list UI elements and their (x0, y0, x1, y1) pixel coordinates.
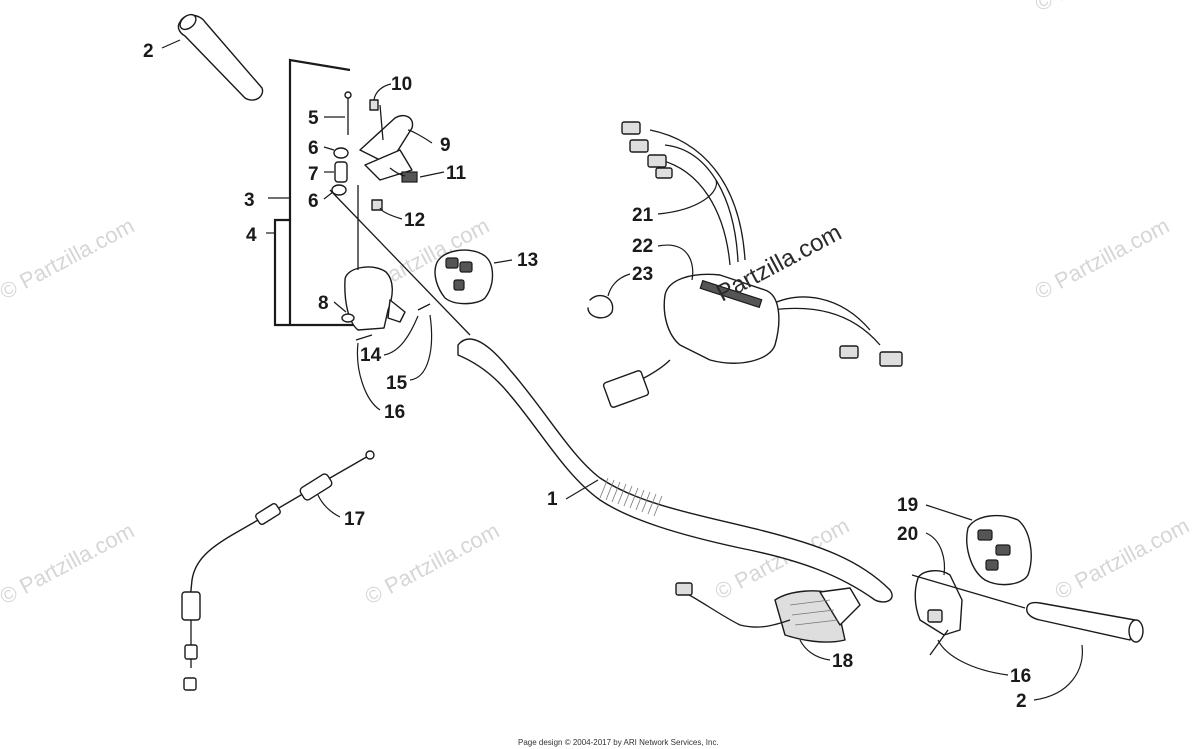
callout-6-upper: 6 (308, 138, 319, 159)
switch-13 (434, 249, 494, 305)
watermark-6: © Partzilla.com (1031, 213, 1174, 305)
callout-2-right: 2 (1016, 691, 1027, 712)
callout-19: 19 (897, 495, 918, 516)
watermark-7: © Partzilla.com (1051, 513, 1194, 605)
footer-copyright: Page design © 2004-2017 by ARI Network S… (518, 738, 719, 747)
callouts: 2 3 4 5 6 7 6 8 10 9 11 12 13 14 15 16 1… (143, 41, 1031, 712)
callout-21: 21 (632, 205, 654, 226)
left-grip (177, 13, 264, 101)
callout-1: 1 (547, 489, 558, 510)
watermark-2: © Partzilla.com (0, 518, 138, 610)
handlebar (457, 338, 893, 603)
callout-11: 11 (446, 163, 467, 184)
callout-18: 18 (832, 651, 853, 672)
callout-20: 20 (897, 524, 918, 545)
left-screws (355, 303, 431, 341)
throttle-cable (181, 450, 375, 691)
heater-element (675, 582, 861, 643)
callout-5: 5 (308, 108, 319, 129)
callout-13: 13 (517, 250, 538, 271)
callout-17: 17 (344, 509, 365, 530)
wiring-harness (587, 121, 903, 408)
callout-2-left: 2 (143, 41, 154, 62)
callout-14: 14 (360, 345, 382, 366)
callout-23: 23 (632, 264, 653, 285)
callout-16-right: 16 (1010, 666, 1031, 687)
callout-6-lower: 6 (308, 191, 319, 212)
throttle-parts (331, 91, 418, 211)
assembly-bracket (273, 58, 355, 327)
callout-15: 15 (386, 373, 408, 394)
callout-3: 3 (244, 190, 255, 211)
callout-12: 12 (404, 210, 425, 231)
callout-9: 9 (440, 135, 451, 156)
leader-lines (161, 39, 1083, 701)
right-grip (1026, 601, 1144, 643)
assembly-lines (329, 185, 471, 336)
callout-22: 22 (632, 236, 653, 257)
callout-16-left: 16 (384, 402, 405, 423)
watermark-1: © Partzilla.com (0, 213, 138, 305)
callout-10: 10 (391, 74, 412, 95)
right-switch (911, 514, 1032, 656)
watermark-8: © Partzilla.com (1031, 0, 1174, 16)
callout-7: 7 (308, 164, 319, 185)
watermark-dark: Partzilla.com (712, 219, 846, 307)
watermark-4: © Partzilla.com (361, 518, 504, 610)
callout-8: 8 (318, 293, 329, 314)
callout-4: 4 (246, 225, 257, 246)
left-switch-housing (341, 266, 406, 331)
